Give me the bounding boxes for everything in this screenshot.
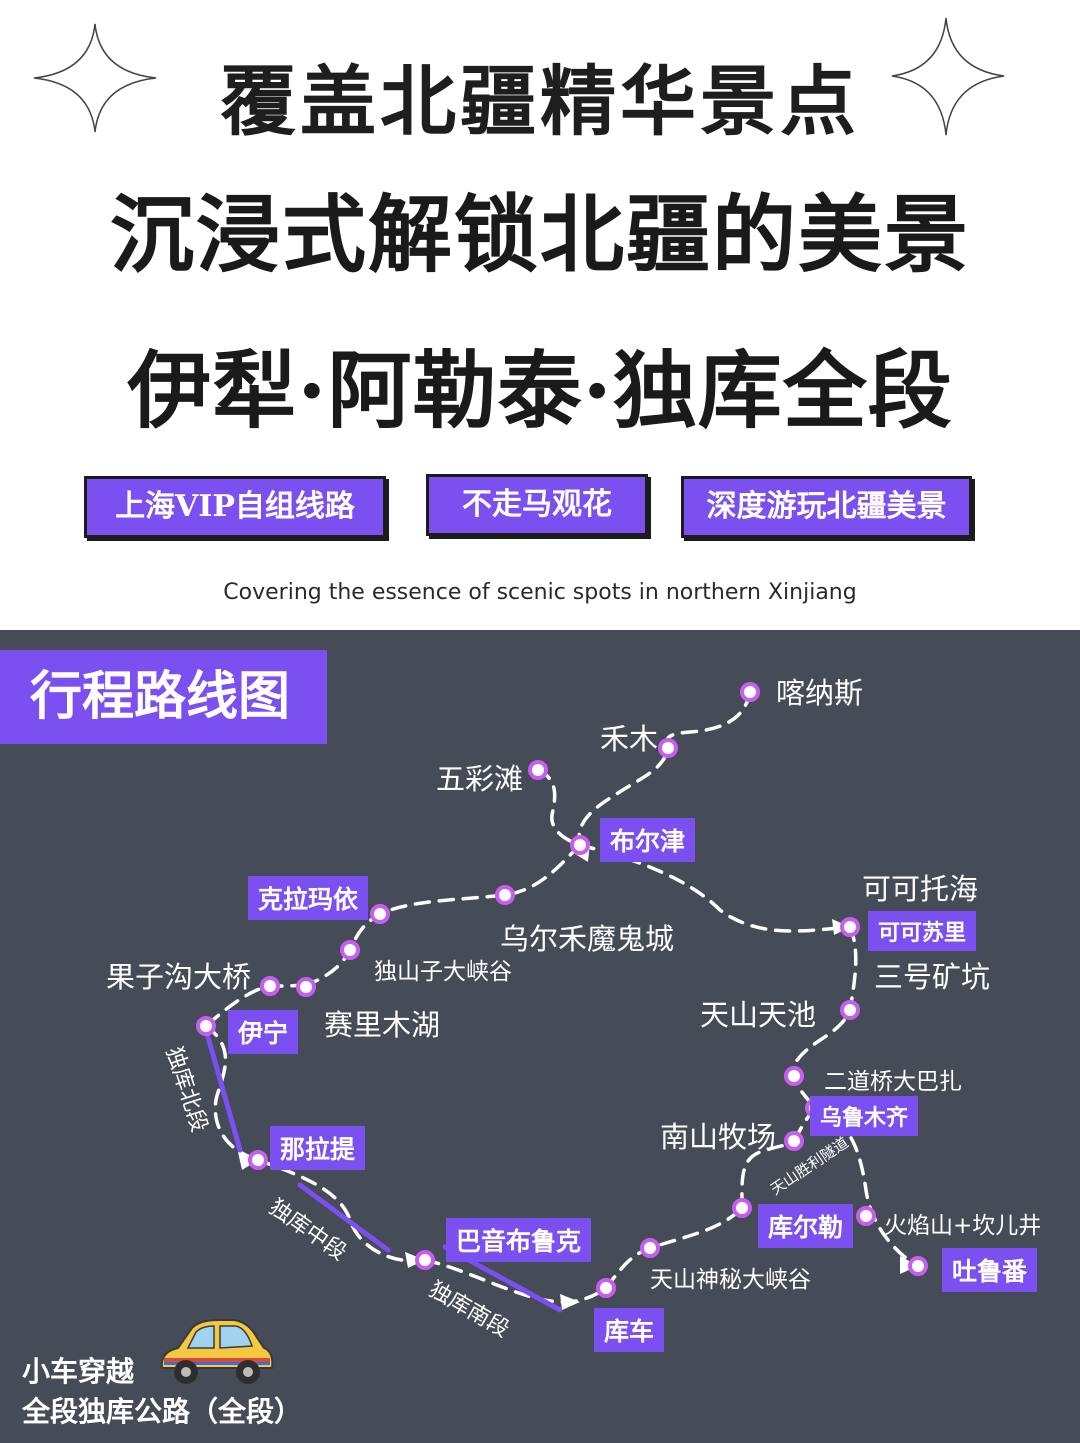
sparkle-icon xyxy=(33,23,157,133)
box-bayinbuluke: 巴音布鲁克 xyxy=(446,1218,592,1262)
map-dot xyxy=(784,1066,804,1086)
route-segment xyxy=(740,1139,796,1210)
label-keketuohai: 可可托海 xyxy=(862,872,979,906)
route-segment xyxy=(604,1206,744,1290)
label-nanshan: 南山牧场 xyxy=(660,1120,777,1154)
map-dot xyxy=(528,760,548,780)
label-wuerhe: 乌尔禾魔鬼城 xyxy=(500,922,675,956)
header-section: 覆盖北疆精华景点 沉浸式解锁北疆的美景 伊犁·阿勒泰·独库全段 上海VIP自组线… xyxy=(0,0,1080,630)
map-dot xyxy=(908,1256,928,1276)
route-segment xyxy=(204,1024,260,1162)
box-kokesu: 可可苏里 xyxy=(868,911,977,951)
box-turpan: 吐鲁番 xyxy=(942,1248,1038,1292)
map-dot xyxy=(570,835,590,855)
box-urumqi: 乌鲁木齐 xyxy=(810,1096,919,1136)
tag-no-rush: 不走马观花 xyxy=(426,474,648,536)
map-dot xyxy=(840,1000,860,1020)
label-guozigou: 果子沟大桥 xyxy=(106,960,252,994)
box-karamay: 克拉玛依 xyxy=(248,876,369,920)
highlight-segment xyxy=(203,1027,243,1153)
map-dot xyxy=(340,940,360,960)
label-shenmi: 天山神秘大峡谷 xyxy=(650,1267,811,1293)
tag-shanghai-vip: 上海VIP自组线路 xyxy=(84,476,386,538)
map-dot xyxy=(196,1016,216,1036)
map-heading: 行程路线图 xyxy=(0,650,327,744)
main-title: 覆盖北疆精华景点 xyxy=(220,57,860,146)
box-korla: 库尔勒 xyxy=(758,1204,854,1248)
label-sayram: 赛里木湖 xyxy=(324,1008,441,1042)
map-dot xyxy=(596,1278,616,1298)
box-kuqa: 库车 xyxy=(594,1308,665,1352)
label-erdaoqiao: 二道桥大巴扎 xyxy=(824,1069,962,1095)
box-nalati: 那拉提 xyxy=(270,1126,366,1170)
map-dot xyxy=(296,977,316,997)
footer-line2: 全段独库公路（全段） xyxy=(22,1395,303,1428)
map-dot xyxy=(732,1198,752,1218)
english-subtitle: Covering the essence of scenic spots in … xyxy=(223,580,857,605)
map-dot xyxy=(248,1150,268,1170)
route-segment xyxy=(304,843,582,987)
map-dot xyxy=(784,1131,804,1151)
map-dot xyxy=(370,904,390,924)
arrow-icon xyxy=(238,1152,258,1170)
region-headline: 伊犁·阿勒泰·独库全段 xyxy=(127,341,953,440)
map-dot xyxy=(658,738,678,758)
label-hemu: 禾木 xyxy=(600,722,659,756)
box-burqin: 布尔津 xyxy=(600,818,696,862)
label-wucaitan: 五彩滩 xyxy=(436,762,524,796)
highlight-segment xyxy=(297,1182,391,1253)
map-dot xyxy=(495,885,515,905)
tag-deep-tour: 深度游玩北疆美景 xyxy=(681,476,972,538)
label-sanhao: 三号矿坑 xyxy=(874,960,991,994)
footer-line1: 小车穿越 xyxy=(22,1355,135,1388)
sparkle-icon xyxy=(891,17,1005,136)
map-dot xyxy=(856,1206,876,1226)
route-segment xyxy=(256,1158,427,1263)
map-dot xyxy=(415,1250,435,1270)
route-segment xyxy=(536,768,582,847)
arrow-icon xyxy=(560,1294,580,1310)
map-dot xyxy=(260,976,280,996)
route-segment xyxy=(577,690,752,847)
map-dot xyxy=(840,917,860,937)
route-map: 行程路线图 喀纳斯 禾木 五彩滩 可可托海 乌尔禾魔鬼城 独山子大峡谷 果子沟大… xyxy=(0,630,1080,1443)
label-kanas: 喀纳斯 xyxy=(776,676,864,710)
label-tianchi: 天山天池 xyxy=(700,998,817,1032)
headline: 沉浸式解锁北疆的美景 xyxy=(109,185,970,284)
box-yining: 伊宁 xyxy=(228,1010,299,1054)
car-icon xyxy=(160,1319,274,1384)
map-dot xyxy=(640,1238,660,1258)
map-dot xyxy=(740,682,760,702)
label-dushanzi: 独山子大峡谷 xyxy=(374,959,512,985)
label-huoyan: 火焰山+坎儿井 xyxy=(884,1213,1042,1239)
